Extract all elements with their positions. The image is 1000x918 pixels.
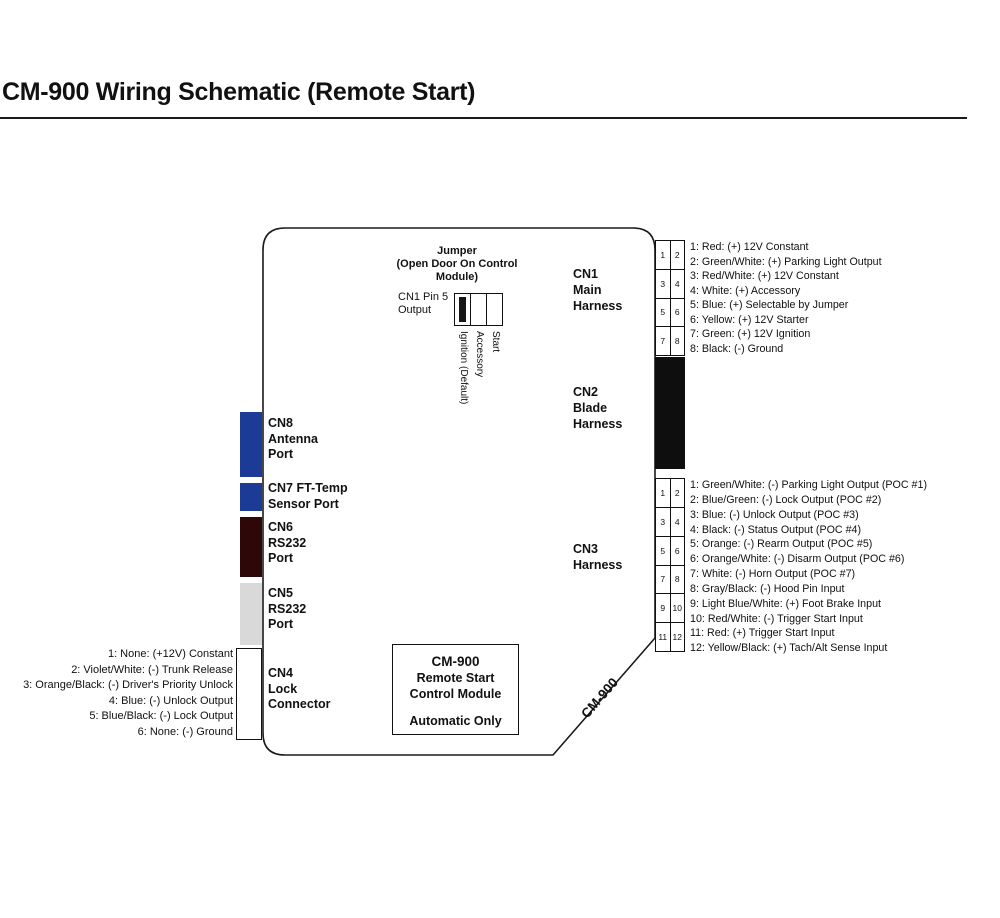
cn1-harness-label: CN1 Main Harness	[573, 267, 623, 313]
pin-cell: 6	[670, 536, 684, 565]
module-name: CM-900	[431, 654, 480, 669]
pin-description: 2: Violet/White: (-) Trunk Release	[71, 663, 233, 676]
pin-cell: 8	[670, 565, 684, 594]
cn7-connector-block	[240, 483, 262, 511]
pin-description: 6: None: (-) Ground	[137, 725, 233, 738]
module-subtitle-line: Control Module	[409, 687, 502, 701]
jumper-label-ignition: Ignition (Default)	[458, 331, 469, 405]
pin-cell: 9	[656, 594, 670, 623]
pin-description: 1: Green/White: (-) Parking Light Output…	[690, 479, 927, 491]
pin-cell: 3	[656, 269, 670, 298]
title-underline	[0, 117, 967, 119]
pin-cell: 5	[656, 536, 670, 565]
pin-description: 4: Blue: (-) Unlock Output	[108, 694, 233, 707]
pin-description: 12: Yellow/Black: (+) Tach/Alt Sense Inp…	[690, 642, 888, 655]
pin-description: 7: Green: (+) 12V Ignition	[690, 328, 811, 341]
pin-description: 2: Green/White: (+) Parking Light Output	[690, 255, 882, 268]
jumper-label-start: Start	[490, 331, 501, 353]
cn4-port-label: CN4 Lock Connector	[268, 666, 331, 711]
cn3-pin-list: 1: Green/White: (-) Parking Light Output…	[690, 478, 927, 656]
pin-description: 3: Blue: (-) Unlock Output (POC #3)	[690, 508, 859, 521]
module-rotated-label: CM-900	[578, 675, 621, 721]
pin-cell: 2	[670, 479, 684, 507]
pin-cell: 11	[656, 623, 670, 651]
jumper-heading: Jumper (Open Door On Control Module)	[396, 245, 518, 283]
pin-description: 6: Yellow: (+) 12V Starter	[690, 313, 809, 326]
page-title: CM-900 Wiring Schematic (Remote Start)	[2, 78, 476, 106]
cn3-harness-label: CN3 Harness	[573, 542, 623, 572]
cn5-connector-block	[240, 583, 262, 645]
jumper-position-ignition	[454, 293, 471, 326]
pin-description: 8: Gray/Black: (-) Hood Pin Input	[690, 582, 845, 595]
cn4-pin-list: 1: None: (+12V) Constant 2: Violet/White:…	[20, 647, 233, 741]
pin-cell: 4	[670, 269, 684, 298]
pin-description: 1: None: (+12V) Constant	[107, 648, 233, 660]
pin-cell: 12	[670, 623, 684, 651]
pin-description: 2: Blue/Green: (-) Lock Output (POC #2)	[690, 493, 882, 506]
pin-description: 5: Orange: (-) Rearm Output (POC #5)	[690, 538, 873, 551]
jumper-selector	[454, 293, 503, 326]
cn2-harness-label: CN2 Blade Harness	[573, 385, 623, 431]
pin-description: 4: White: (+) Accessory	[690, 284, 801, 297]
cn6-connector-block	[240, 517, 262, 577]
jumper-pin-label: CN1 Pin 5 Output	[398, 291, 449, 316]
module-transmission-note: Automatic Only	[409, 714, 502, 728]
pin-description: 3: Red/White: (+) 12V Constant	[690, 270, 839, 283]
cn1-pin-list: 1: Red: (+) 12V Constant 2: Green/White: …	[690, 240, 882, 356]
pin-description: 5: Blue: (+) Selectable by Jumper	[690, 299, 849, 312]
pin-description: 7: White: (-) Horn Output (POC #7)	[690, 568, 856, 581]
cn2-blade-connector	[655, 357, 685, 469]
pin-description: 10: Red/White: (-) Trigger Start Input	[690, 612, 863, 625]
pin-cell: 2	[670, 241, 684, 269]
pin-cell: 10	[670, 594, 684, 623]
pin-cell: 4	[670, 507, 684, 536]
pin-cell: 1	[656, 479, 670, 507]
cn5-port-label: CN5 RS232 Port	[268, 586, 307, 631]
pin-description: 11: Red: (+) Trigger Start Input	[690, 627, 835, 640]
pin-cell: 7	[656, 327, 670, 355]
module-subtitle-line: Remote Start	[416, 671, 495, 685]
pin-cell: 7	[656, 565, 670, 594]
cn8-port-label: CN8 Antenna Port	[268, 416, 318, 461]
pin-description: 4: Black: (-) Status Output (POC #4)	[690, 523, 862, 536]
jumper-label-accessory: Accessory	[474, 331, 485, 378]
pin-description: 9: Light Blue/White: (+) Foot Brake Inpu…	[690, 597, 881, 610]
pin-cell: 5	[656, 298, 670, 327]
jumper-shunt	[459, 297, 466, 322]
module-name-box: CM-900 Remote Start Control Module Autom…	[392, 644, 519, 735]
pin-cell: 3	[656, 507, 670, 536]
pin-description: 8: Black: (-) Ground	[690, 342, 784, 355]
cn7-port-label: CN7 FT-Temp Sensor Port	[268, 481, 348, 511]
pin-description: 3: Orange/Black: (-) Driver's Priority U…	[23, 679, 233, 692]
jumper-position-start	[486, 293, 503, 326]
jumper-position-accessory	[470, 293, 487, 326]
pin-description: 5: Blue/Black: (-) Lock Output	[89, 710, 233, 723]
pin-description: 1: Red: (+) 12V Constant	[690, 241, 809, 253]
cn8-connector-block	[240, 412, 262, 477]
cn6-port-label: CN6 RS232 Port	[268, 520, 307, 565]
pin-cell: 6	[670, 298, 684, 327]
pin-cell: 1	[656, 241, 670, 269]
pin-cell: 8	[670, 327, 684, 355]
pin-description: 6: Orange/White: (-) Disarm Output (POC …	[690, 553, 905, 566]
cn4-connector-block	[236, 648, 262, 740]
